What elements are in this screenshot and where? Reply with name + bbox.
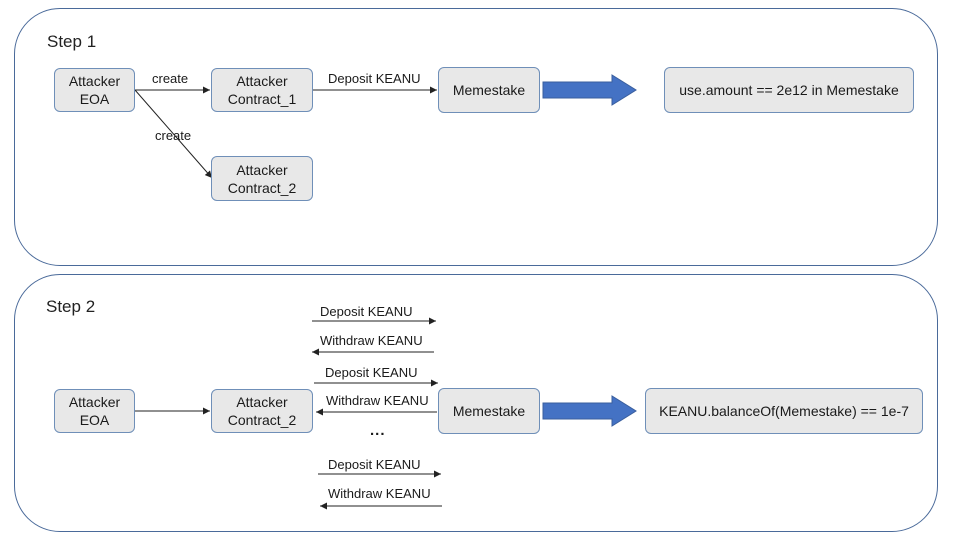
step-1-attacker-eoa-node: Attacker EOA [54,68,135,112]
edge-label-withdraw-1: Withdraw KEANU [320,333,423,348]
step-2-attacker-eoa-node: Attacker EOA [54,389,135,433]
step-1-title: Step 1 [47,32,97,51]
step-1-panel [14,8,938,266]
edge-label-deposit-2: Deposit KEANU [325,365,418,380]
edge-label-withdraw-3: Withdraw KEANU [328,486,431,501]
step-1-memestake-node: Memestake [438,67,540,113]
step-1-attacker-contract-1-node: Attacker Contract_1 [211,68,313,112]
edge-label-deposit-keanu: Deposit KEANU [328,71,421,86]
edge-label-deposit-3: Deposit KEANU [328,457,421,472]
edge-create-contract-2 [134,89,213,179]
edge-label-withdraw-2: Withdraw KEANU [326,393,429,408]
edge-label-create-2: create [155,128,192,143]
step-2-title: Step 2 [46,297,96,316]
step-2-attacker-contract-2-node: Attacker Contract_2 [211,389,313,433]
ellipsis: ... [370,422,386,439]
step-1-result-node: use.amount == 2e12 in Memestake [664,67,914,113]
step-2-memestake-node: Memestake [438,388,540,434]
edge-label-deposit-1: Deposit KEANU [320,304,413,319]
step-2-result-node: KEANU.balanceOf(Memestake) == 1e-7 [645,388,923,434]
step-1-attacker-contract-2-node: Attacker Contract_2 [211,156,313,201]
big-arrow-step-1 [542,74,637,106]
edge-label-create-1: create [152,71,189,86]
big-arrow-step-2 [542,395,637,427]
